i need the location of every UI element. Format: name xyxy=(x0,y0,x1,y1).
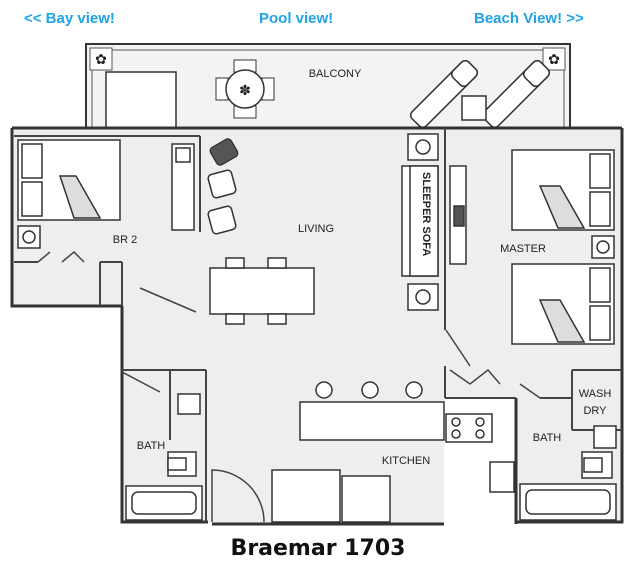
living-label: LIVING xyxy=(298,223,334,235)
pool-view-link[interactable]: Pool view! xyxy=(259,10,334,27)
master-label: MASTER xyxy=(500,243,546,255)
wash-label: WASH xyxy=(579,388,612,400)
kitchen-label: KITCHEN xyxy=(382,455,430,467)
palm-plant-icon: ✿ ✿ xyxy=(89,47,566,71)
bathroom-fixtures-icon xyxy=(125,393,203,521)
br2-label: BR 2 xyxy=(113,234,137,246)
stove-icon xyxy=(445,413,493,443)
lounge-chair-icon xyxy=(409,59,551,129)
bed-icon xyxy=(17,139,195,249)
svg-text:✽: ✽ xyxy=(239,82,251,98)
master-bathroom-fixtures-icon xyxy=(519,425,617,521)
door-icon xyxy=(37,250,541,523)
grill-icon xyxy=(209,138,239,166)
master-bed-icon xyxy=(511,149,615,345)
floor-area xyxy=(12,128,622,524)
dry-label: DRY xyxy=(583,405,607,417)
beach-view-link[interactable]: Beach View! >> xyxy=(474,10,584,27)
dining-table-icon xyxy=(209,257,315,325)
balcony-label: BALCONY xyxy=(309,68,362,80)
armchair-icon xyxy=(207,169,237,235)
interior-walls xyxy=(14,128,622,522)
sleeper-sofa-icon xyxy=(401,133,439,311)
svg-text:✿: ✿ xyxy=(548,51,560,67)
bath-left-label: BATH xyxy=(137,440,166,452)
outer-walls xyxy=(10,126,624,526)
tv-stand-icon xyxy=(449,165,467,265)
bay-view-link[interactable]: << Bay view! xyxy=(24,10,115,27)
svg-text:✿: ✿ xyxy=(95,51,107,67)
table-with-chairs-icon: ✽ xyxy=(215,59,275,119)
kitchen-island-icon xyxy=(271,381,515,523)
sleeper-sofa-label: SLEEPER SOFA xyxy=(420,172,432,256)
bath-right-label: BATH xyxy=(533,432,562,444)
unit-caption: Braemar 1703 xyxy=(230,536,406,561)
